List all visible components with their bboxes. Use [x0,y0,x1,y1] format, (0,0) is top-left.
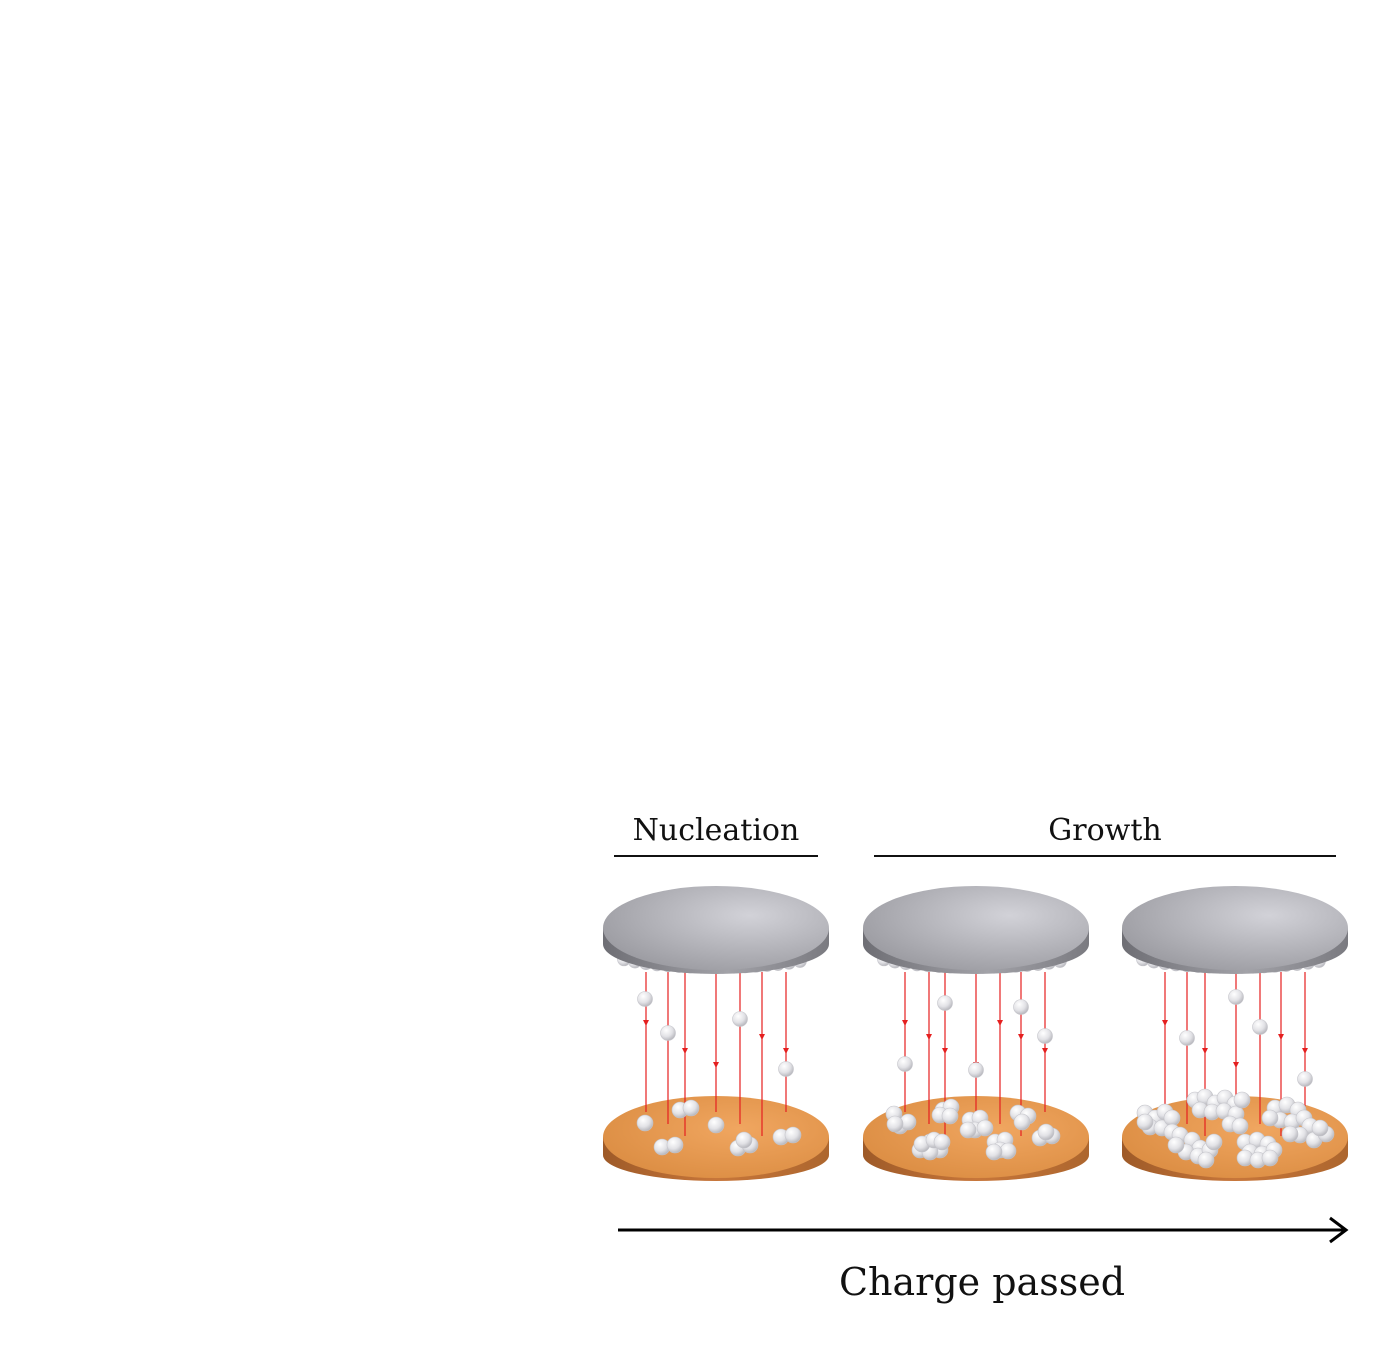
deposit-clusters [636,1099,802,1157]
charge-passed-label: Charge passed [839,1260,1125,1304]
electrode-panels [603,886,1348,1181]
top-electrode [863,886,1089,974]
panel-3-electrode-cell [1122,886,1348,1181]
top-electrode [1122,886,1348,974]
panel-1-electrode-cell [603,886,829,1181]
deposit-clusters [885,1098,1061,1161]
ions-in-transit [1179,989,1313,1087]
charge-axis-arrow [618,1216,1349,1244]
nucleation-label: Nucleation [633,813,800,848]
growth-label: Growth [1048,813,1161,848]
deposit-clusters [1136,1088,1335,1169]
panel-2-electrode-cell [863,886,1089,1181]
ions-in-transit [897,995,1053,1078]
ions-in-transit [637,991,794,1077]
top-electrode [603,886,829,974]
